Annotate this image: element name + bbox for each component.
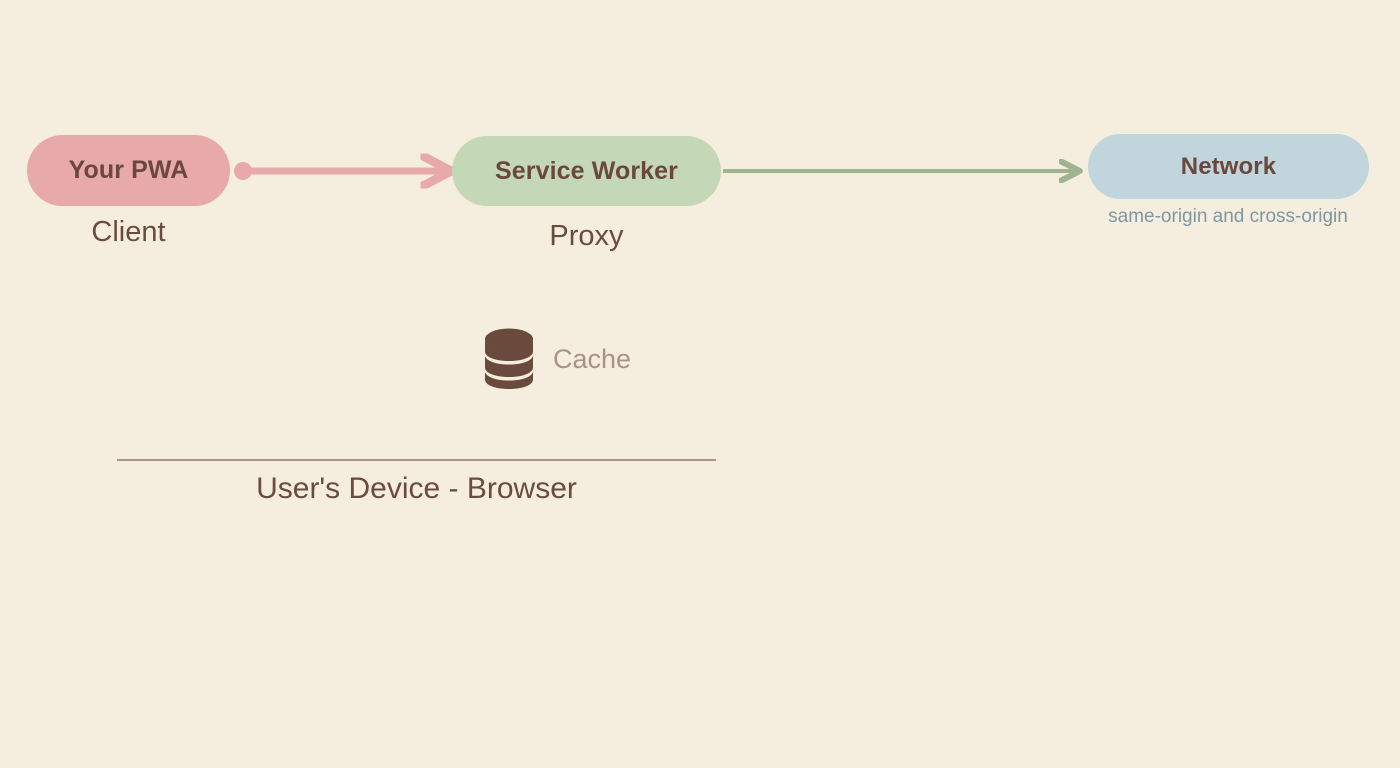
node-your-pwa-caption: Client [91, 216, 166, 248]
node-service-worker-caption: Proxy [549, 220, 624, 252]
edge-start-dot-icon [234, 162, 252, 180]
database-icon [485, 328, 533, 389]
node-your-pwa[interactable]: Your PWA [27, 135, 230, 206]
node-network-caption: same-origin and cross-origin [1108, 206, 1348, 227]
cache-group: Cache [483, 327, 631, 391]
node-service-worker[interactable]: Service Worker [452, 136, 721, 206]
node-network[interactable]: Network [1088, 134, 1369, 199]
device-boundary-line [117, 459, 716, 461]
device-boundary-label: User's Device - Browser [256, 472, 577, 505]
cache-label: Cache [553, 343, 632, 374]
